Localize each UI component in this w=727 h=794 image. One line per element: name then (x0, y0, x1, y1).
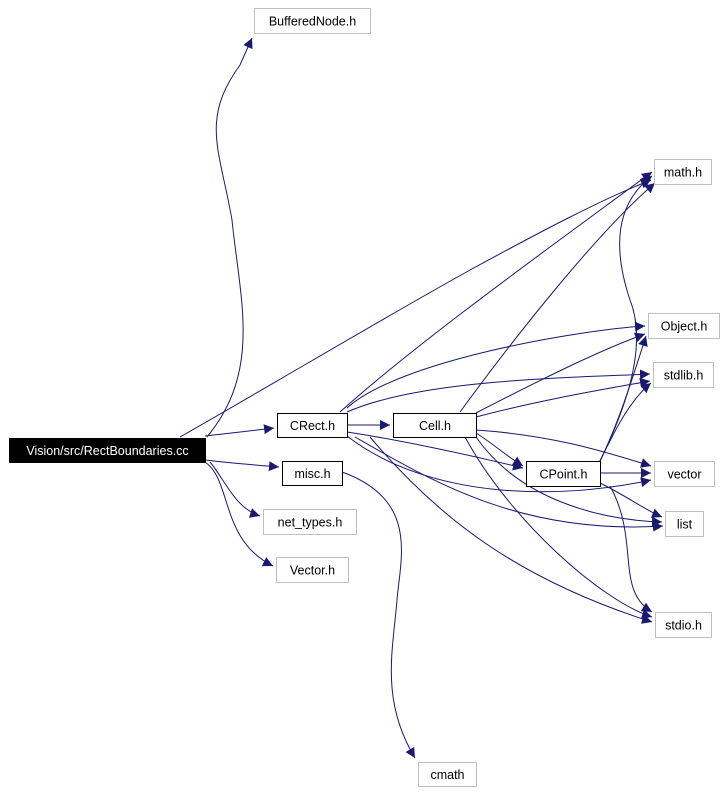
node-label: list (677, 518, 693, 532)
node-list[interactable]: list (665, 511, 704, 537)
edge-crect-to-stdlib (346, 369, 651, 413)
node-vectorh[interactable]: Vector.h (276, 557, 349, 583)
edge-cell-to-list (475, 436, 663, 527)
node-cmath[interactable]: cmath (418, 762, 477, 787)
node-label: CRect.h (290, 419, 335, 433)
node-box (277, 413, 348, 438)
node-stdlib[interactable]: stdlib.h (653, 362, 714, 388)
node-box (654, 159, 712, 185)
node-label: Cell.h (419, 419, 451, 433)
node-buffered[interactable]: BufferedNode.h (254, 8, 371, 34)
node-cpoint[interactable]: CPoint.h (526, 461, 601, 487)
edge-cell-to-vector (475, 429, 652, 468)
edge-cpoint-to-stdio (609, 485, 653, 613)
edge-cpoint-to-mathh (599, 175, 653, 462)
edge-root-to-vectorh (204, 461, 274, 567)
edge-root-to-mathh (179, 178, 652, 438)
edge-crect-to-vector (346, 435, 652, 493)
node-stdio[interactable]: stdio.h (655, 612, 712, 638)
node-box (282, 461, 343, 486)
edge-root-to-nettypes (209, 461, 261, 518)
edge-root-to-buffered (206, 37, 253, 438)
edge-cpoint-to-list (599, 482, 663, 518)
node-mathh[interactable]: math.h (654, 159, 712, 185)
node-label: Vision/src/RectBoundaries.cc (26, 444, 188, 458)
node-box (393, 413, 477, 438)
node-label: misc.h (294, 467, 330, 481)
edge-cell-to-cpoint (475, 432, 524, 467)
node-box (9, 438, 206, 463)
edge-cpoint-to-object (599, 335, 648, 462)
node-misc[interactable]: misc.h (282, 461, 343, 486)
node-label: vector (667, 468, 701, 482)
node-box (418, 762, 477, 787)
node-crect[interactable]: CRect.h (277, 413, 348, 438)
node-box (648, 313, 720, 339)
nodes-layer: Vision/src/RectBoundaries.cc BufferedNode… (9, 8, 720, 787)
node-nettypes[interactable]: net_types.h (263, 509, 357, 535)
node-box (654, 461, 715, 487)
node-box (653, 362, 714, 388)
node-label: BufferedNode.h (269, 15, 356, 29)
node-box (254, 8, 371, 34)
edge-cell-to-stdlib (475, 377, 651, 418)
edge-crect-to-stdio (369, 436, 653, 624)
edge-crect-to-object (346, 321, 646, 409)
edge-cell-to-mathh (459, 182, 656, 413)
node-box (263, 509, 357, 535)
node-cell[interactable]: Cell.h (393, 413, 477, 438)
node-box (276, 557, 349, 583)
node-label: stdlib.h (664, 369, 704, 383)
node-vector[interactable]: vector (654, 461, 715, 487)
edge-cpoint-to-stdlib (599, 382, 652, 462)
edge-root-to-misc (204, 459, 280, 472)
node-box (526, 461, 601, 487)
node-box (665, 511, 704, 537)
edge-misc-to-cmath (341, 471, 416, 759)
node-object[interactable]: Object.h (648, 313, 720, 339)
node-box (655, 612, 712, 638)
node-label: net_types.h (278, 516, 343, 530)
node-label: Object.h (661, 320, 708, 334)
edges-layer (179, 37, 664, 759)
node-root[interactable]: Vision/src/RectBoundaries.cc (9, 438, 206, 463)
node-label: cmath (430, 768, 464, 782)
edge-cell-to-object (475, 332, 646, 414)
edge-crect-to-list (354, 436, 664, 532)
node-label: stdio.h (665, 619, 702, 633)
node-label: CPoint.h (540, 468, 588, 482)
edge-crect-to-mathh (339, 171, 653, 413)
node-label: math.h (664, 166, 702, 180)
edge-root-to-crect (204, 424, 275, 437)
edge-crect-to-cpoint (346, 431, 524, 471)
edge-cell-to-stdio (464, 436, 653, 619)
node-label: Vector.h (290, 564, 335, 578)
